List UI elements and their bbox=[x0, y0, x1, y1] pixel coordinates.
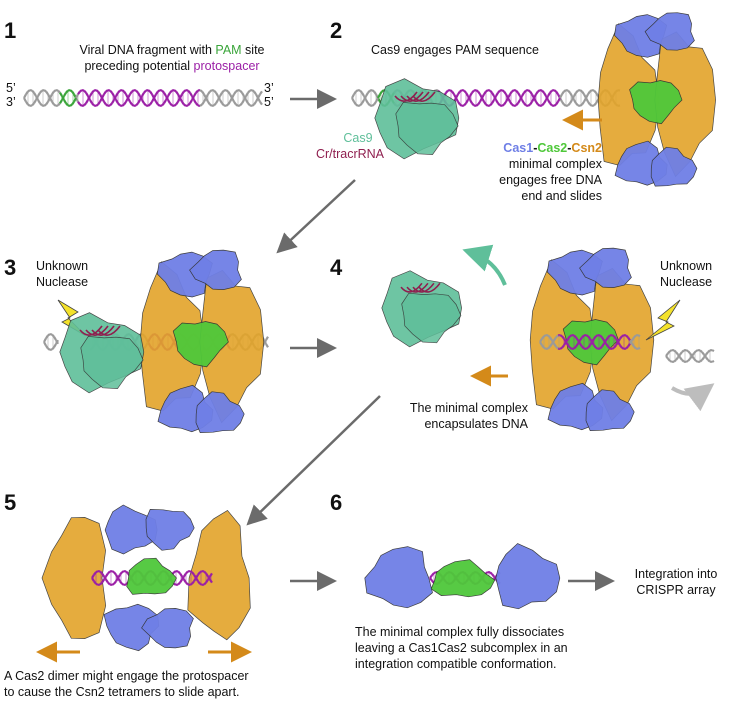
panel-number-1: 1 bbox=[4, 18, 16, 43]
cas1-cas2-subcomplex bbox=[364, 543, 561, 610]
viral-dna-fragment bbox=[23, 88, 263, 108]
guide-rna-strand bbox=[91, 325, 115, 336]
guide-rna-strand bbox=[406, 91, 430, 102]
panel1-line2: preceding potential protospacer bbox=[84, 59, 259, 73]
guide-rna-strand bbox=[406, 282, 429, 293]
dna-end-5prime-left: 5’ bbox=[6, 81, 16, 95]
csn2-subunit bbox=[41, 517, 107, 639]
cas9-lobe bbox=[80, 336, 144, 389]
panel6-caption-l2: leaving a Cas1Cas2 subcomplex in an bbox=[355, 641, 568, 655]
dna-end-3prime-left: 3’ bbox=[6, 95, 16, 109]
rna-label: Cr/tracrRNA bbox=[316, 147, 385, 161]
guide-rna-strand bbox=[97, 325, 121, 336]
dna-helix bbox=[539, 333, 641, 351]
panel5-caption-l2: to cause the Csn2 tetramers to slide apa… bbox=[4, 685, 240, 699]
complex-body bbox=[529, 247, 655, 431]
cas1-subunit bbox=[195, 391, 245, 433]
cas9-lobe bbox=[395, 102, 459, 155]
cas1-subunit bbox=[585, 389, 635, 431]
guide-rna-strand bbox=[412, 91, 436, 102]
panel-number-5: 5 bbox=[4, 490, 16, 515]
guide-rna-strand bbox=[85, 325, 109, 336]
cas9-body bbox=[381, 270, 462, 348]
cas1-subunit bbox=[141, 608, 194, 649]
panel6-caption-l1: The minimal complex fully dissociates bbox=[355, 625, 564, 639]
splitting-complex-panel5 bbox=[41, 504, 251, 652]
cas1-subunit bbox=[189, 249, 242, 290]
guide-rna-strand bbox=[400, 91, 424, 102]
panel-number-6: 6 bbox=[330, 490, 342, 515]
dna-end-3prime-right: 3’ bbox=[264, 81, 274, 95]
panel2-line4: end and slides bbox=[521, 189, 602, 203]
cas9-release-arrow bbox=[462, 244, 507, 286]
cas2-subunit bbox=[126, 557, 177, 595]
minimal-complex-panel3 bbox=[139, 249, 265, 433]
panel-number-4: 4 bbox=[330, 255, 343, 280]
panel4-caption-l1: The minimal complex bbox=[410, 401, 529, 415]
panel-number-3: 3 bbox=[4, 255, 16, 280]
guide-rna-strand bbox=[79, 325, 103, 336]
panel-number-2: 2 bbox=[330, 18, 342, 43]
cleaved-dna-fragment bbox=[539, 333, 715, 364]
panel2-line2: minimal complex bbox=[509, 157, 603, 171]
cas9-protein-panel3 bbox=[59, 312, 145, 394]
cas1-subunit bbox=[104, 504, 158, 555]
panel3-nuclease-l1: Unknown bbox=[36, 259, 88, 273]
minimal-complex-panel4 bbox=[529, 247, 655, 431]
final-line1: Integration into bbox=[635, 567, 718, 581]
cas1-subunit bbox=[650, 146, 698, 187]
fragment-release-arrow bbox=[670, 383, 715, 412]
cas9-body bbox=[374, 78, 460, 160]
panel4-nuclease-l1: Unknown bbox=[660, 259, 712, 273]
cas1-subunit bbox=[579, 247, 632, 288]
final-line2: CRISPR array bbox=[636, 583, 716, 597]
cas1-subunit bbox=[364, 546, 433, 609]
panel1-line1: Viral DNA fragment with PAM site bbox=[79, 43, 264, 57]
guide-rna-strand bbox=[418, 282, 441, 293]
flow-arrow-4-to-5 bbox=[246, 395, 381, 526]
cleaved-dna-helix bbox=[665, 348, 715, 364]
csn2-subunit bbox=[187, 509, 251, 641]
guide-rna-strand bbox=[400, 282, 423, 293]
flow-arrow-2-to-3 bbox=[276, 179, 356, 254]
complex-name-label: Cas1-Cas2-Csn2 bbox=[503, 141, 602, 155]
dna-helix bbox=[23, 88, 263, 108]
panel3-nuclease-l2: Nuclease bbox=[36, 275, 88, 289]
cas2-subunit bbox=[629, 80, 683, 125]
panel2-line3: engages free DNA bbox=[499, 173, 603, 187]
cas9-protein bbox=[374, 78, 460, 160]
complex-body bbox=[597, 12, 716, 187]
cas1-subunit bbox=[495, 543, 561, 610]
complex-body bbox=[139, 249, 265, 433]
cas2-subunit bbox=[430, 559, 496, 598]
cas9-label: Cas9 bbox=[343, 131, 372, 145]
cas2-subunit bbox=[172, 321, 229, 368]
cas9-body bbox=[59, 312, 145, 394]
released-cas9 bbox=[381, 270, 462, 348]
cas1-subunit bbox=[145, 509, 195, 551]
guide-rna-strand bbox=[412, 282, 435, 293]
cas1-subunit bbox=[644, 12, 695, 51]
cas9-lobe bbox=[401, 292, 462, 344]
panel4-nuclease-l2: Nuclease bbox=[660, 275, 712, 289]
cas1-cas2-csn2-complex bbox=[597, 12, 716, 187]
panel5-caption-l1: A Cas2 dimer might engage the protospace… bbox=[4, 669, 249, 683]
panel4-caption-l2: encapsulates DNA bbox=[424, 417, 528, 431]
guide-rna-strand bbox=[394, 91, 418, 102]
panel2-title: Cas9 engages PAM sequence bbox=[371, 43, 539, 57]
dna-end-5prime-right: 5’ bbox=[264, 95, 274, 109]
panel6-caption-l3: integration compatible conformation. bbox=[355, 657, 557, 671]
lightning-bolt-icon bbox=[645, 299, 681, 341]
cas1-subunit bbox=[103, 603, 160, 652]
